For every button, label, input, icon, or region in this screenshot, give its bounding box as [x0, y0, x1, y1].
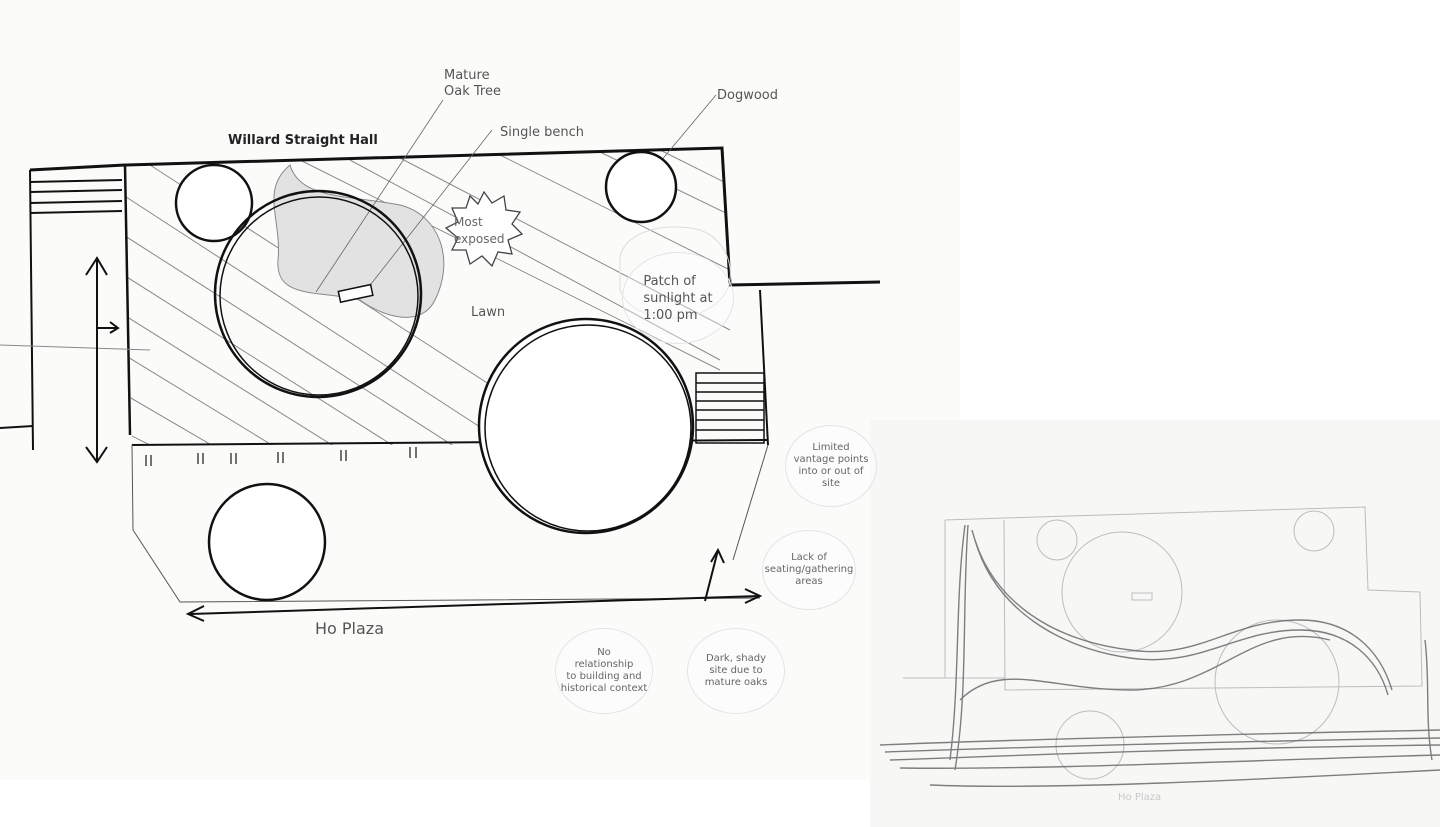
issue-bubble-shade: Dark, shady site due to mature oaks	[687, 628, 785, 714]
issue-bubble-relationship: No relationship to building and historic…	[555, 628, 653, 714]
ho-plaza-label: Ho Plaza	[315, 619, 385, 638]
dogwood-label: Dogwood	[717, 88, 779, 103]
shade-zone	[273, 164, 445, 318]
bench	[337, 283, 374, 304]
building-outline	[0, 146, 881, 451]
stairs-right	[695, 372, 765, 444]
stairs-left	[29, 179, 123, 214]
plaza-edge	[0, 344, 769, 603]
tree-plaza	[207, 482, 327, 602]
light-fixtures	[145, 447, 417, 466]
mature-oak-tree	[213, 189, 423, 399]
issue-text: Lack of seating/gathering areas	[764, 552, 854, 587]
issue-text: Limited vantage points into or out of si…	[793, 442, 869, 489]
sunlight-bubble: Patch of sunlight at 1:00 pm	[622, 252, 734, 344]
circulation-arrows	[85, 256, 763, 622]
issue-text: No relationship to building and historic…	[560, 647, 648, 694]
issue-bubble-seating: Lack of seating/gathering areas	[762, 530, 856, 610]
issue-bubble-vantage: Limited vantage points into or out of si…	[785, 425, 877, 507]
site-analysis-sheet	[0, 0, 960, 780]
sunlight-label: Patch of sunlight at 1:00 pm	[643, 273, 713, 323]
faint-ho-plaza-label: Ho Plaza	[1118, 792, 1162, 803]
single-bench-label: Single bench	[500, 125, 584, 140]
small-tree-nw	[174, 163, 254, 243]
most-exposed-burst	[444, 190, 524, 268]
mature-oak-label: Mature Oak Tree	[444, 68, 501, 99]
lawn-label: Lawn	[471, 305, 506, 320]
dogwood-tree	[604, 150, 678, 224]
most-exposed-label: Most exposed	[454, 215, 505, 246]
oak-tree-east	[477, 317, 695, 535]
issue-text: Dark, shady site due to mature oaks	[704, 653, 768, 688]
building-title: Willard Straight Hall	[228, 133, 378, 148]
site-plan-drawing	[0, 94, 881, 622]
trees	[174, 150, 695, 602]
